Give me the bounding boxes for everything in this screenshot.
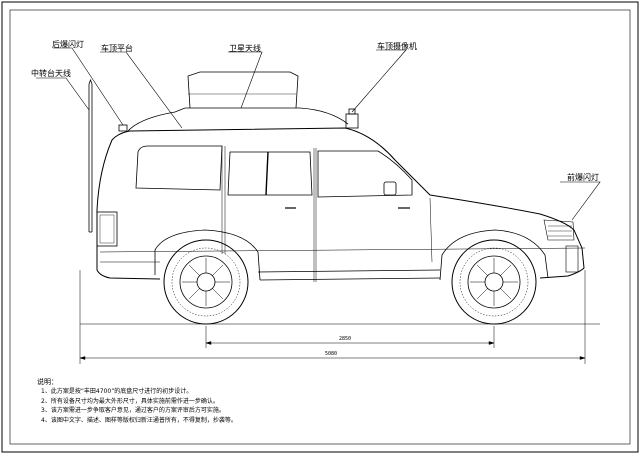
label-front-flash-lamp: 前爆闪灯 bbox=[567, 173, 599, 182]
label-roof-platform: 车顶平台 bbox=[101, 44, 133, 53]
dimension-wheelbase: 2850 bbox=[339, 336, 352, 342]
notes-title: 说明： bbox=[37, 378, 58, 386]
roof-camera bbox=[345, 108, 359, 129]
front-window bbox=[317, 150, 413, 198]
rear-fender bbox=[154, 229, 261, 281]
leader-lines bbox=[36, 47, 601, 221]
label-roof-camera: 车顶摄像机 bbox=[377, 42, 417, 51]
note-item-3: 3、该方案需进一步争取客户意见，通过客户的方案评审后方可实施。 bbox=[41, 407, 225, 414]
label-satellite-antenna: 卫星天线 bbox=[229, 44, 261, 53]
side-step bbox=[257, 269, 441, 281]
rear-window bbox=[135, 145, 223, 191]
label-rear-flash-lamp: 后爆闪灯 bbox=[52, 40, 84, 49]
satellite-antenna bbox=[187, 71, 299, 109]
relay-antenna-mast bbox=[88, 78, 93, 233]
side-mirror bbox=[383, 181, 397, 196]
label-relay-antenna: 中转台天线 bbox=[31, 69, 71, 78]
rear-wheel bbox=[163, 239, 249, 325]
dimension-overall-length: 5080 bbox=[325, 351, 338, 357]
notes-block: 说明： 1、此方案是按“丰田4700”的底盘尺寸进行的初步设计。 2、所有设备尺… bbox=[37, 378, 597, 425]
note-item-1: 1、此方案是按“丰田4700”的底盘尺寸进行的初步设计。 bbox=[41, 388, 193, 395]
note-item-2: 2、所有设备尺寸均为最大外形尺寸，具体实施前需作进一步确认。 bbox=[41, 397, 219, 405]
overall-length-dimension bbox=[79, 270, 586, 364]
car-body bbox=[96, 127, 585, 280]
middle-window bbox=[227, 151, 313, 196]
roof-platform bbox=[127, 107, 349, 132]
inner-frame bbox=[9, 9, 631, 445]
rear-equipment-box bbox=[96, 211, 118, 247]
front-wheel bbox=[451, 239, 537, 325]
front-grille bbox=[543, 219, 579, 273]
note-item-4: 4、该图中文字、描述、图样等版权归新汪通普所有，不得复制，抄袭等。 bbox=[41, 416, 237, 424]
wheelbase-dimension bbox=[205, 326, 495, 348]
rear-flash-lamp bbox=[118, 124, 128, 132]
front-fender bbox=[439, 229, 549, 281]
